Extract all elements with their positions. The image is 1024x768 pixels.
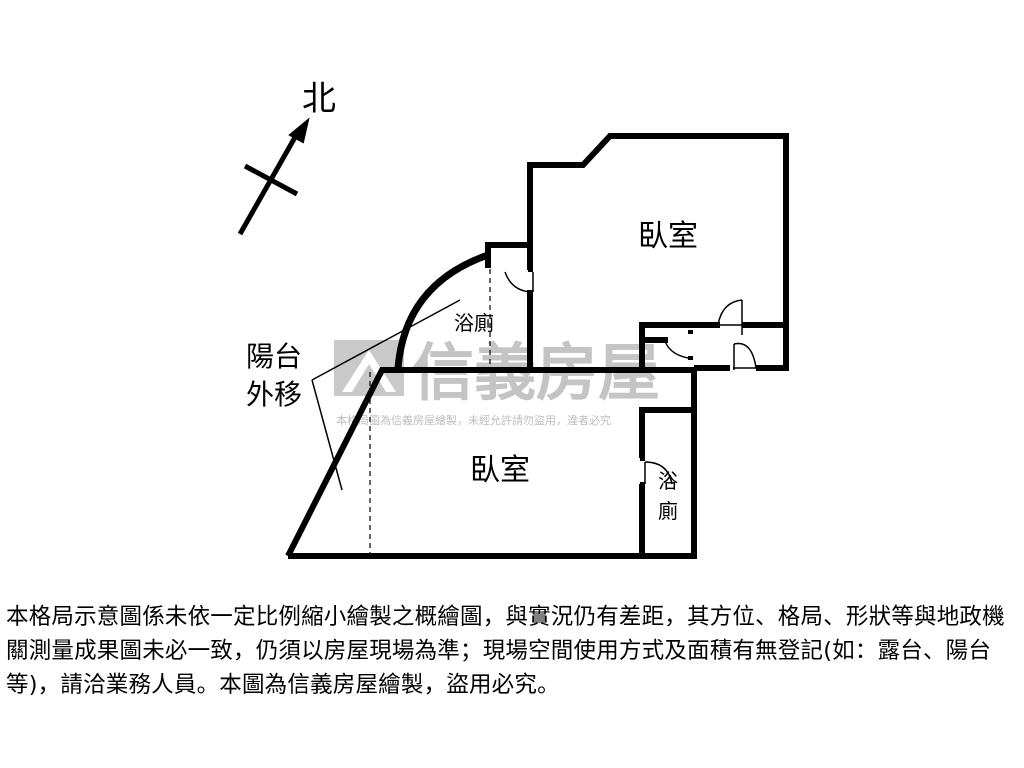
annotation-leaders bbox=[311, 299, 461, 491]
room-label-bedroom-lower: 臥室 bbox=[470, 453, 530, 488]
disclaimer-text: 本格局示意圖係未依一定比例縮小繪製之概繪圖，與實況仍有差距，其方位、格局、形狀等… bbox=[6, 604, 1005, 698]
watermark: 信義房屋 本格局圖為信義房屋繪製，未經允許請勿盜用，違者必究 bbox=[334, 336, 660, 427]
room-label-bathroom-upper: 浴廁 bbox=[454, 311, 494, 335]
dashed-lines bbox=[369, 260, 491, 556]
room-label-bathroom-lower-1: 浴 bbox=[658, 469, 678, 493]
room-label-bedroom-upper: 臥室 bbox=[638, 219, 698, 254]
door-hinge-marks bbox=[528, 268, 693, 486]
balcony-curve bbox=[394, 251, 490, 369]
compass-label: 北 bbox=[302, 79, 336, 119]
annotation-line1: 陽台 bbox=[246, 340, 302, 373]
floor-plan: 信義房屋 本格局圖為信義房屋繪製，未經允許請勿盜用，違者必究 北 bbox=[237, 79, 789, 559]
room-label-bathroom-lower-2: 廁 bbox=[658, 499, 678, 523]
watermark-subtext: 本格局圖為信義房屋繪製，未經允許請勿盜用，違者必究 bbox=[336, 413, 611, 427]
north-arrow-icon bbox=[237, 117, 310, 236]
annotation-line2: 外移 bbox=[246, 378, 302, 411]
